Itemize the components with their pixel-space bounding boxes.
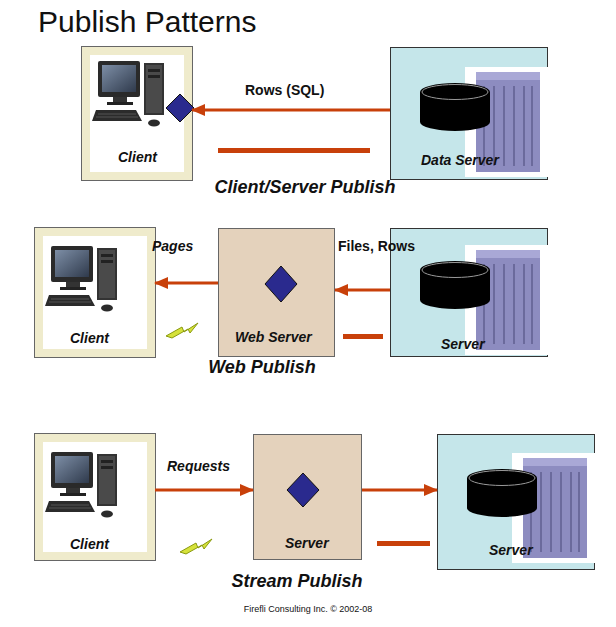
edge-label: Files, Rows [338, 238, 415, 254]
client-box: Client [82, 47, 192, 180]
edge-label: Rows (SQL) [245, 82, 324, 98]
node-label: Web Server [235, 329, 312, 345]
lightning-symbol [180, 539, 212, 554]
node-label: Server [441, 336, 485, 352]
server-box: Server [253, 434, 362, 560]
section-title: Stream Publish [231, 571, 362, 592]
section-title: Client/Server Publish [214, 177, 395, 198]
arrow-connector [362, 489, 437, 492]
computer-icon [45, 246, 117, 312]
publish-diamond [265, 266, 297, 302]
edge-label: Requests [167, 458, 230, 474]
computer-icon [92, 61, 164, 127]
node-label: Server [489, 542, 533, 558]
red-dash [377, 541, 430, 546]
red-dash [343, 334, 383, 339]
diagram-title: Publish Patterns [38, 5, 256, 39]
server-icon [420, 245, 548, 355]
red-dash [218, 148, 370, 153]
computer-icon [45, 452, 117, 518]
publish-diamond [166, 94, 194, 122]
client-box: Client [35, 434, 155, 560]
arrow-connector [155, 282, 218, 285]
node-label: Client [118, 149, 157, 165]
node-label: Client [70, 536, 109, 552]
arrow-connector [155, 489, 253, 492]
publish-diamond [287, 473, 319, 507]
lightning-symbol [166, 323, 198, 338]
arrow-connector [335, 289, 390, 292]
node-label: Data Server [421, 152, 499, 168]
client-box: Client [35, 228, 155, 357]
server-box: Data Server [390, 47, 548, 180]
server-icon [467, 453, 595, 563]
node-label: Server [285, 535, 329, 551]
edge-label: Pages [152, 238, 193, 254]
server-icon [420, 67, 548, 177]
arrow-connector [192, 109, 390, 112]
section-title: Web Publish [208, 357, 316, 378]
node-label: Client [70, 330, 109, 346]
server-box: Server [437, 434, 595, 570]
copyright-note: Firefli Consulting Inc. © 2002-08 [244, 604, 373, 614]
web-server-box: Web Server [218, 228, 335, 357]
